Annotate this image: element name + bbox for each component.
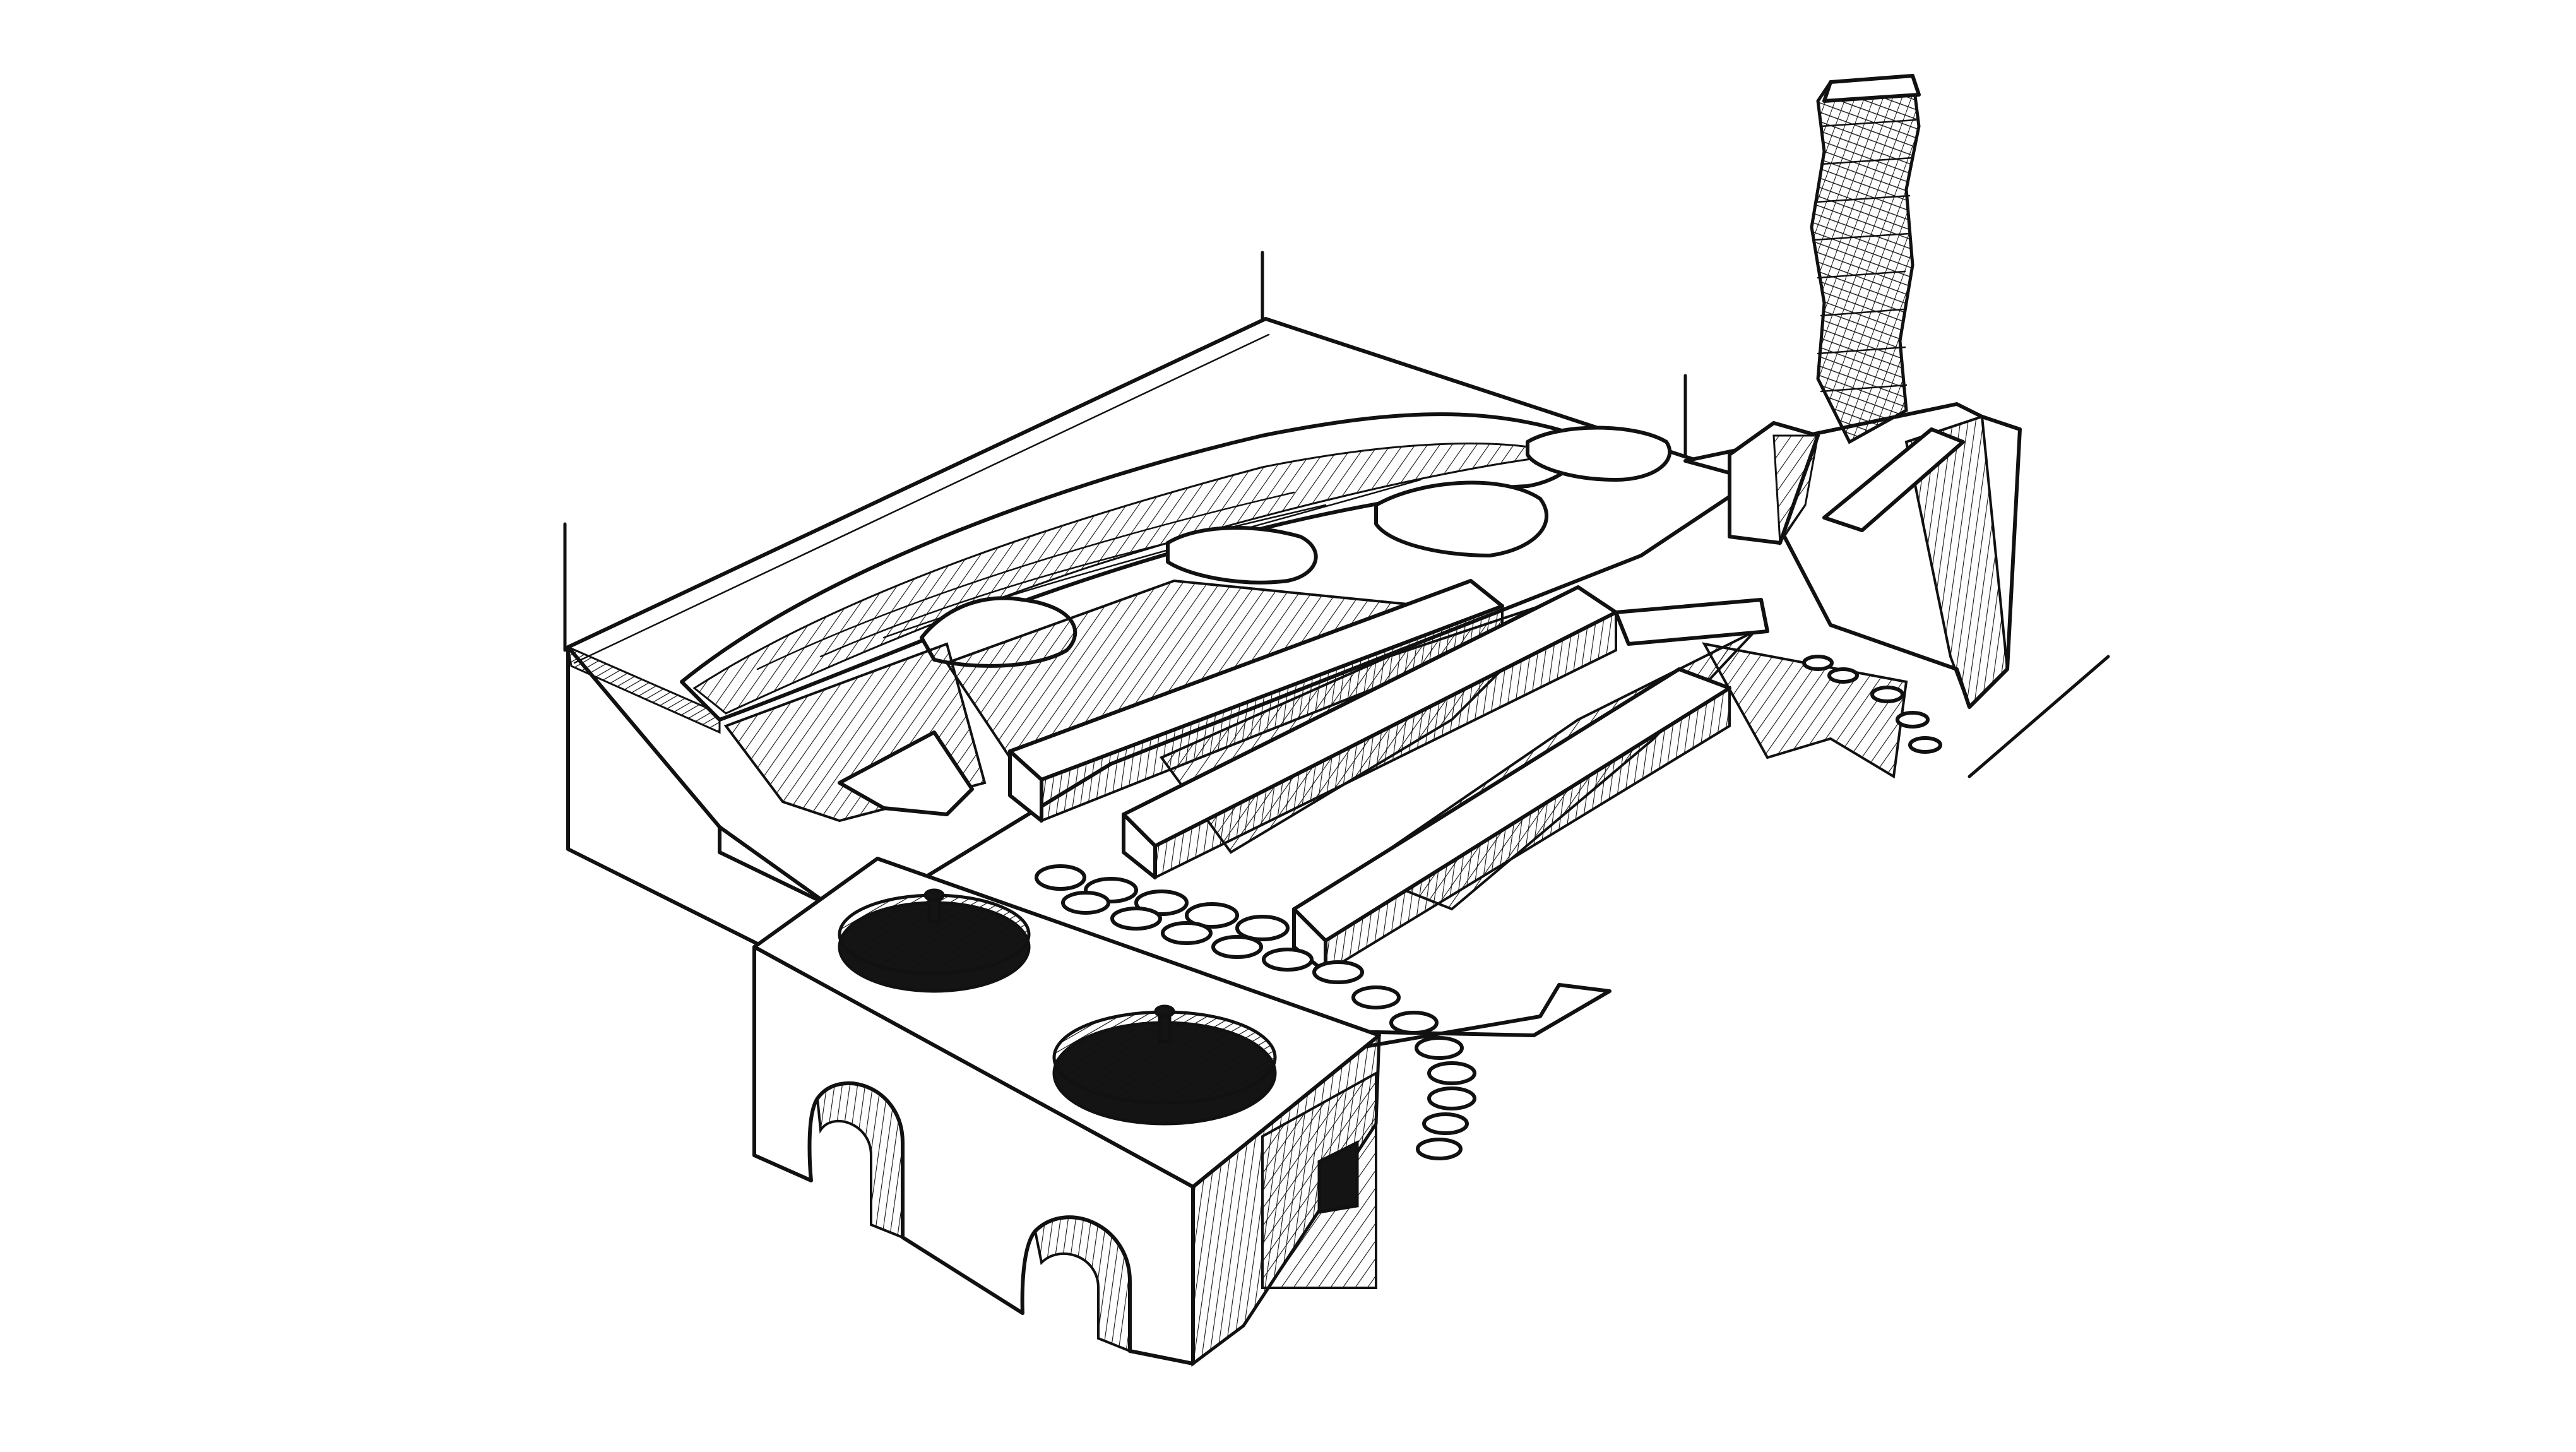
right-wall	[1683, 402, 2022, 710]
stove-pot-right	[1052, 1004, 1277, 1126]
stone-infill	[1035, 655, 1942, 1160]
chimney	[1810, 74, 1921, 444]
support-beams	[838, 579, 1769, 975]
back-wall-lines	[563, 251, 2110, 778]
stove-pot-left	[838, 888, 1031, 993]
